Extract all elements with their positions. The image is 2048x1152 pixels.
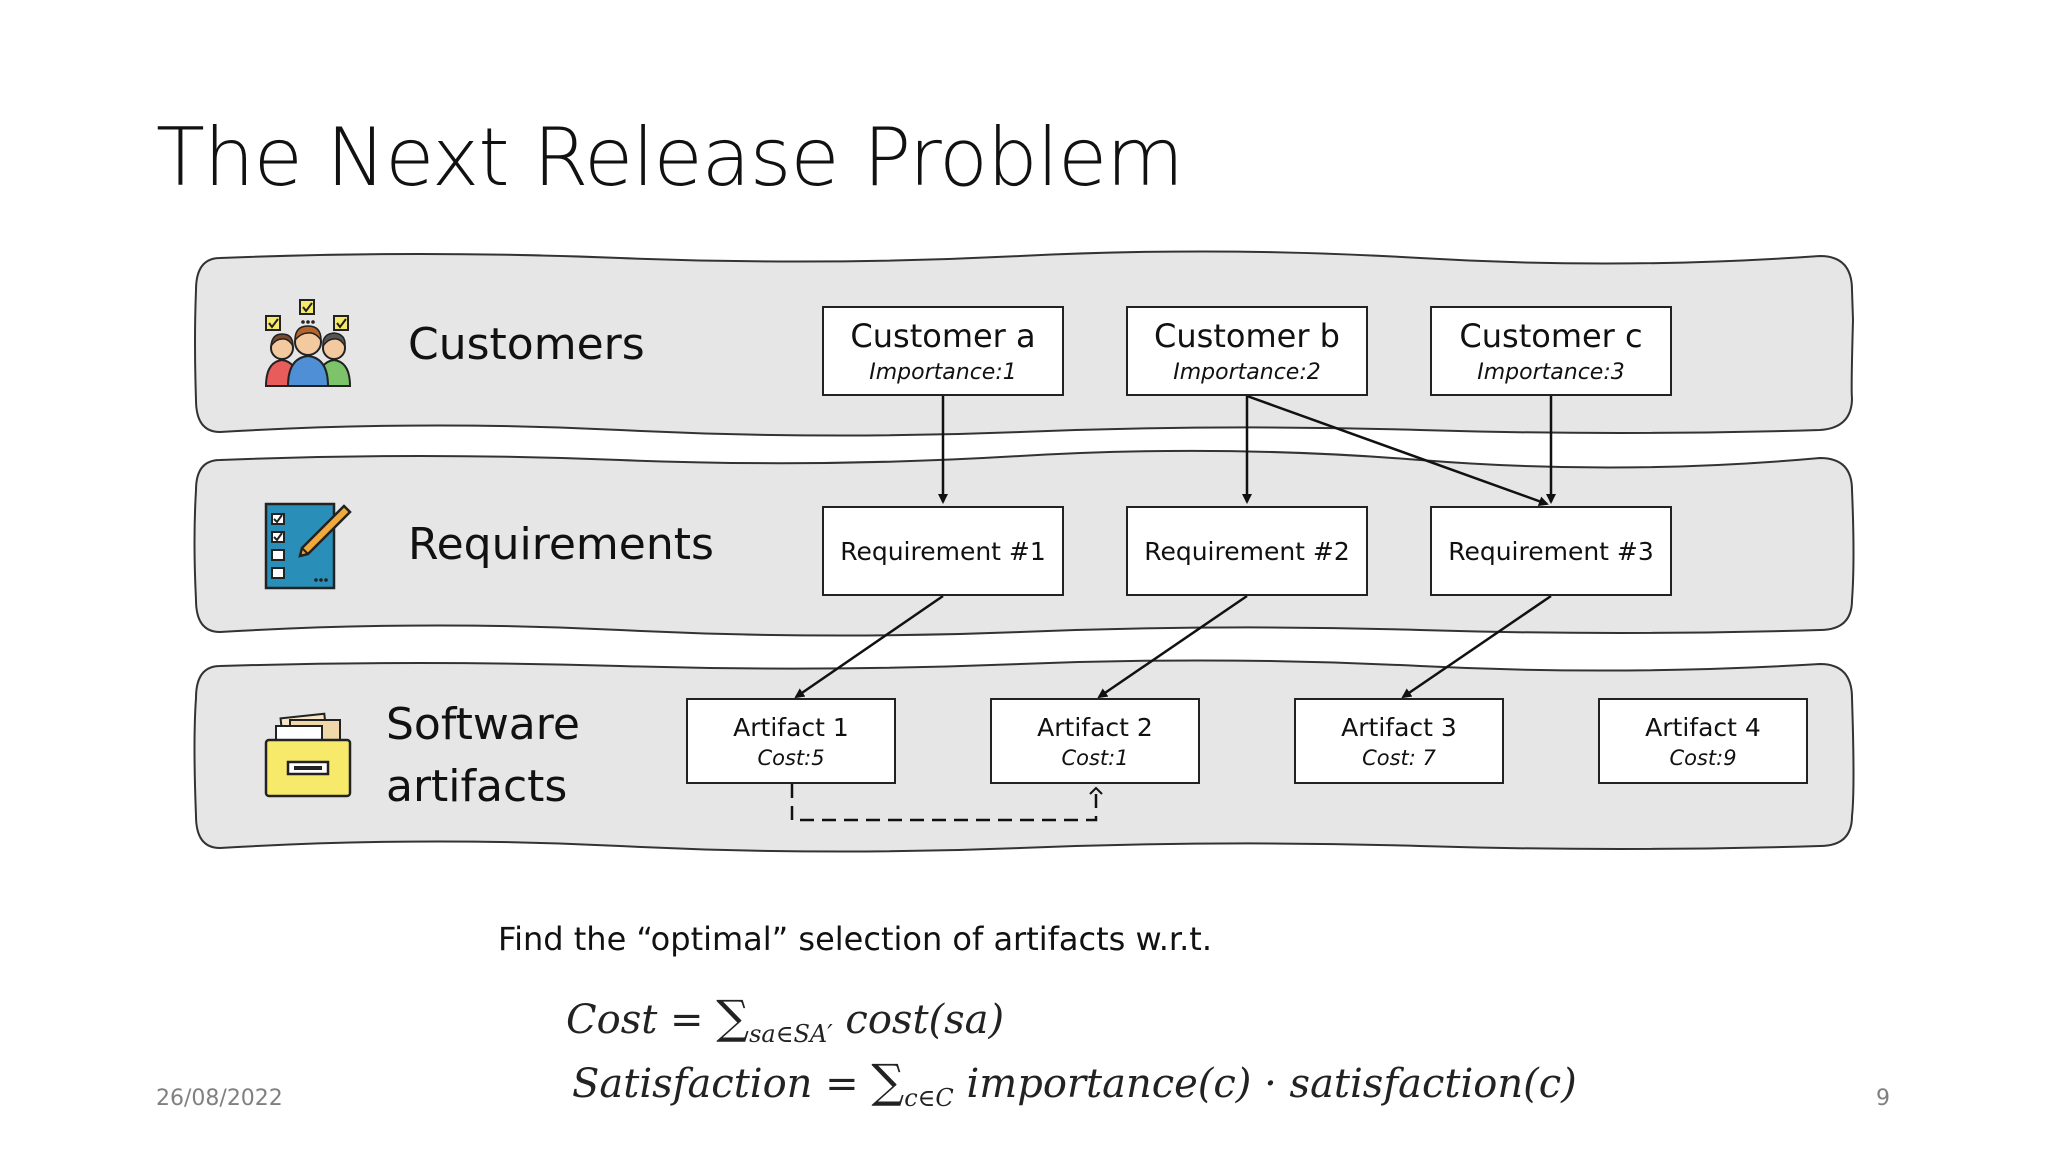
checklist-pencil-icon bbox=[264, 502, 352, 590]
edge-req2-artifact2 bbox=[1097, 594, 1248, 699]
customer-node-a: Customer a Importance:1 bbox=[822, 306, 1064, 396]
customer-name: Customer b bbox=[1154, 317, 1340, 356]
artifacts-lane-label-line1: Software bbox=[386, 699, 580, 750]
artifact-cost: Cost: 7 bbox=[1362, 745, 1436, 770]
artifact-name: Artifact 1 bbox=[733, 712, 849, 742]
cost-rhs: cost(sa) bbox=[832, 997, 1005, 1043]
cost-sigma: ∑ bbox=[716, 990, 750, 1044]
file-box-icon bbox=[264, 712, 352, 798]
slide-title: The Next Release Problem bbox=[156, 111, 1184, 204]
artifacts-lane-label-line2: artifacts bbox=[386, 761, 568, 812]
customer-name: Customer c bbox=[1459, 317, 1643, 356]
customer-importance: Importance:1 bbox=[869, 359, 1017, 385]
artifact-name: Artifact 4 bbox=[1645, 712, 1761, 742]
requirement-name: Requirement #1 bbox=[840, 536, 1046, 566]
requirement-name: Requirement #2 bbox=[1144, 536, 1350, 566]
cost-lhs: Cost bbox=[566, 997, 658, 1043]
footer-date: 26/08/2022 bbox=[156, 1086, 283, 1111]
cost-eq: = bbox=[657, 997, 717, 1043]
requirement-name: Requirement #3 bbox=[1448, 536, 1654, 566]
customer-node-b: Customer b Importance:2 bbox=[1126, 306, 1368, 396]
cost-subscript: sa∈SA′ bbox=[749, 1020, 833, 1048]
satisfaction-rhs: importance(c) · satisfaction(c) bbox=[953, 1061, 1577, 1107]
customers-lane-label: Customers bbox=[408, 319, 645, 370]
page-number: 9 bbox=[1876, 1086, 1890, 1111]
satisfaction-sigma: ∑ bbox=[871, 1054, 905, 1108]
objective-intro: Find the “optimal” selection of artifact… bbox=[498, 920, 1213, 958]
satisfaction-eq: = bbox=[812, 1061, 872, 1107]
requirements-lane-label: Requirements bbox=[408, 519, 714, 570]
artifact-node-3: Artifact 3 Cost: 7 bbox=[1294, 698, 1504, 784]
artifact-cost: Cost:5 bbox=[757, 745, 825, 770]
cost-formula: Cost = ∑sa∈SA′ cost(sa) bbox=[566, 990, 1004, 1048]
artifact-cost: Cost:9 bbox=[1669, 745, 1737, 770]
requirement-node-1: Requirement #1 bbox=[822, 506, 1064, 596]
satisfaction-formula: Satisfaction = ∑c∈C importance(c) · sati… bbox=[572, 1054, 1577, 1112]
edge-customer-b-req3 bbox=[1246, 394, 1549, 506]
edge-artifact1-artifact2-dashed bbox=[790, 784, 1103, 822]
customers-group-icon bbox=[264, 299, 352, 387]
artifact-name: Artifact 2 bbox=[1037, 712, 1153, 742]
satisfaction-lhs: Satisfaction bbox=[572, 1061, 813, 1107]
customer-name: Customer a bbox=[850, 317, 1036, 356]
customer-importance: Importance:3 bbox=[1477, 359, 1625, 385]
satisfaction-subscript: c∈C bbox=[904, 1084, 954, 1112]
artifact-node-4: Artifact 4 Cost:9 bbox=[1598, 698, 1808, 784]
artifact-name: Artifact 3 bbox=[1341, 712, 1457, 742]
edge-req1-artifact1 bbox=[794, 594, 944, 699]
requirement-node-3: Requirement #3 bbox=[1430, 506, 1672, 596]
customer-importance: Importance:2 bbox=[1173, 359, 1321, 385]
customer-node-c: Customer c Importance:3 bbox=[1430, 306, 1672, 396]
requirement-node-2: Requirement #2 bbox=[1126, 506, 1368, 596]
artifact-node-2: Artifact 2 Cost:1 bbox=[990, 698, 1200, 784]
artifact-cost: Cost:1 bbox=[1061, 745, 1129, 770]
artifact-node-1: Artifact 1 Cost:5 bbox=[686, 698, 896, 784]
edge-req3-artifact3 bbox=[1401, 594, 1552, 699]
